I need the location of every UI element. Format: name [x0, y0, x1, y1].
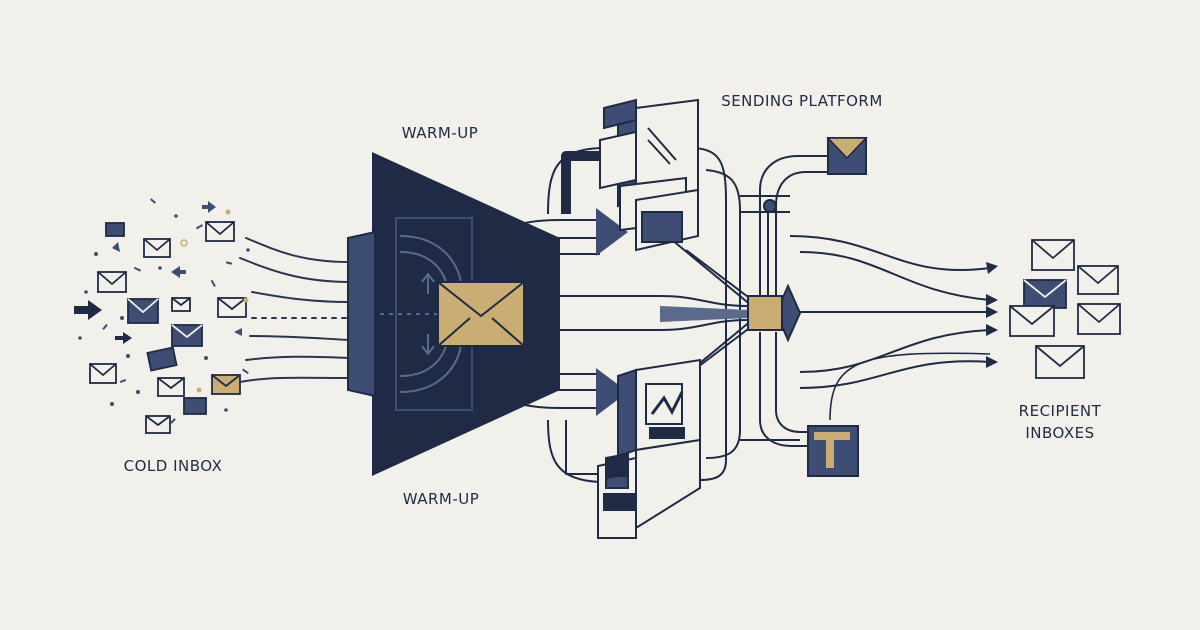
- envelope-icon: [205, 221, 235, 242]
- envelope-icon: [143, 238, 171, 258]
- label-warm-up-top: WARM-UP: [401, 124, 479, 142]
- envelope-icon: [1077, 265, 1119, 295]
- label-recipient: RECIPIENT: [1018, 402, 1102, 420]
- arrow-icon: [202, 201, 216, 213]
- arrow-icon: [112, 242, 120, 252]
- router-node-icon: [747, 199, 802, 343]
- recipient-inboxes: [1009, 239, 1121, 379]
- outbound-arrowheads: [986, 262, 998, 368]
- inbound-streams: [239, 237, 351, 383]
- envelope-icon: [105, 222, 125, 237]
- arrow-icon: [596, 368, 628, 416]
- flow-arrows: [596, 208, 748, 416]
- envelope-icon: [437, 281, 525, 347]
- server-icon-bottom: [597, 358, 701, 539]
- cold-inbox-cluster: [89, 221, 247, 434]
- label-inboxes: INBOXES: [1025, 424, 1095, 442]
- envelope-icon: [146, 346, 178, 372]
- envelope-icon: [1035, 345, 1085, 379]
- label-warm-up-bottom: WARM-UP: [402, 490, 480, 508]
- arrow-icon: [74, 300, 102, 320]
- mailbox-icon-bottom: [807, 425, 859, 477]
- envelope-icon: [171, 297, 191, 312]
- envelope-icon: [97, 271, 127, 293]
- arrow-icon: [234, 328, 242, 336]
- envelope-icon: [157, 377, 185, 397]
- arrow-icon: [115, 332, 132, 344]
- envelope-icon: [89, 363, 117, 384]
- envelope-icon: [127, 298, 159, 324]
- mailbox-icon-top: [826, 137, 868, 175]
- envelope-icon: [1077, 303, 1121, 335]
- envelope-icon: [145, 415, 171, 434]
- scatter-marks: [74, 198, 250, 424]
- envelope-icon: [183, 397, 207, 415]
- envelope-icon: [211, 374, 241, 395]
- envelope-icon: [217, 297, 247, 318]
- label-sending-platform: SENDING PLATFORM: [721, 92, 883, 110]
- arrow-icon: [171, 266, 186, 278]
- arrow-icon: [596, 208, 628, 256]
- server-icon-top: [599, 98, 699, 252]
- envelope-icon: [1009, 305, 1055, 337]
- envelope-icon: [1023, 279, 1067, 309]
- envelope-icon: [171, 324, 203, 347]
- arrow-icon: [660, 306, 748, 322]
- label-cold-inbox: COLD INBOX: [123, 457, 223, 475]
- envelope-icon: [1031, 239, 1075, 271]
